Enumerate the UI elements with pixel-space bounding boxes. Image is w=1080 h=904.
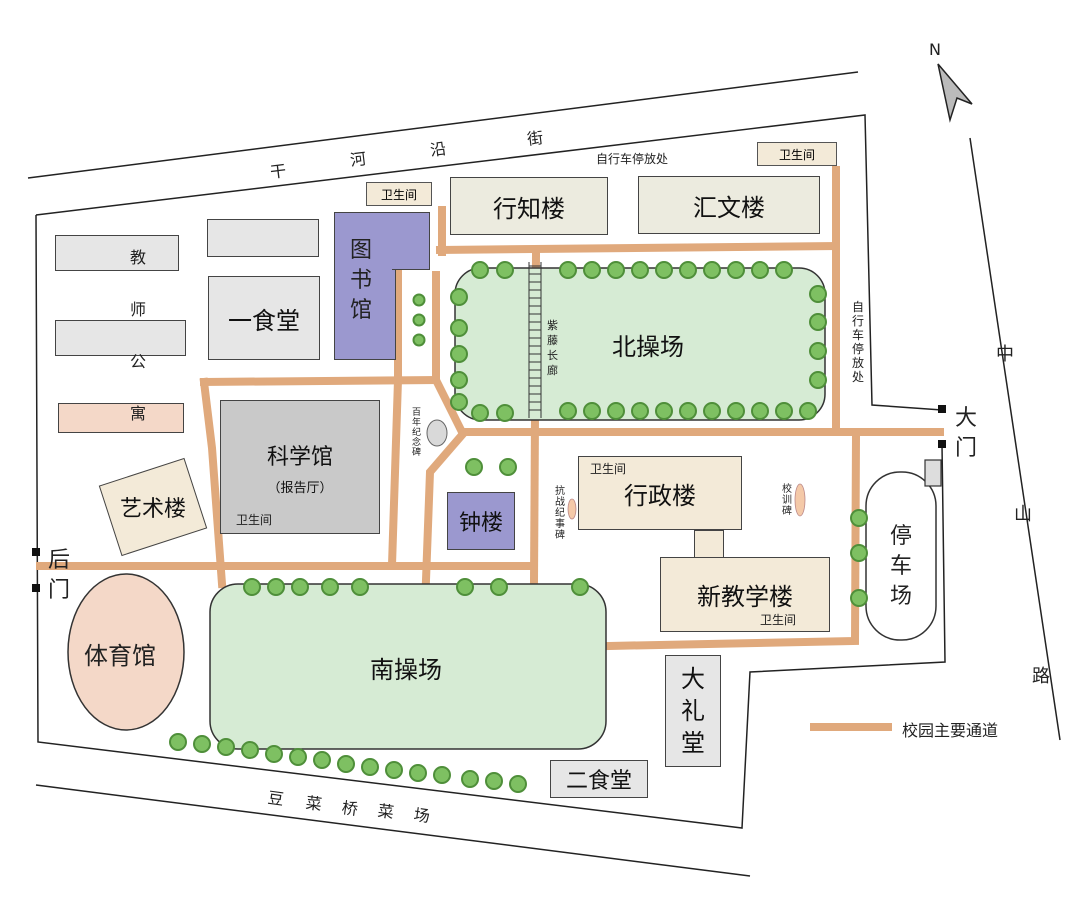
campus-boundary-south [35,214,946,829]
road-edge-south [35,784,751,877]
admin-connector [694,530,724,558]
road-east-char-1: 中 [996,344,1014,365]
apartment-char-4: 寓 [130,404,147,423]
south-field-area [209,583,607,750]
path-bell-vertical [421,429,468,585]
toilet-library: 卫生间 [366,182,432,206]
bike-parking-north: 自行车停放处 [596,152,669,166]
trees [169,261,868,793]
building-huiwen: 汇文楼 [638,176,820,234]
road-north-char-4: 街 [526,128,545,149]
library-label: 图 书 馆 [350,238,373,323]
building-library [334,212,396,360]
back-gate-char-2: 门 [48,578,71,603]
legend-label: 校园主要通道 [902,721,999,740]
road-east-char-3: 路 [1032,666,1050,687]
wisteria-label: 紫 藤 长 廊 [547,319,558,377]
toilet-new-teaching: 卫生间 [760,613,797,627]
science-hall-sublabel: （报告厅） [267,480,333,496]
centennial-monument-shape [426,419,448,447]
wisteria-corridor [528,262,542,418]
toilet-northeast: 卫生间 [757,142,837,166]
road-north-char-3: 沿 [429,139,448,160]
road-north-char-2: 河 [349,149,368,170]
road-east-char-2: 山 [1014,504,1032,525]
north-field-label: 北操场 [612,333,684,361]
road-south-char-2: 菜 [304,792,324,815]
building-library-wing [392,212,430,270]
art-building-label: 艺术楼 [119,497,187,523]
road-south-char-3: 桥 [340,797,360,820]
main-gate-char-1: 大 [955,406,978,431]
main-paths [36,166,944,651]
motto-stone-label: 校 训 碑 [782,484,792,517]
gym-label: 体育馆 [84,642,156,670]
science-hall-label: 科学馆 [266,444,333,470]
toilet-science-hall: 卫生间 [236,513,273,527]
building-xingzhi: 行知楼 [450,177,608,235]
building-bell-tower: 钟楼 [447,492,515,550]
road-south-char-1: 豆 [266,787,286,810]
path-to-main-gate [432,271,944,436]
path-east-south [603,431,861,651]
main-gate-char-2: 门 [955,436,978,461]
back-gate-marker-2 [32,584,40,592]
road-south-char-5: 场 [412,804,432,827]
apartment-char-3: 公 [130,352,147,371]
war-monument-label: 抗 战 纪 事 碑 [555,486,565,541]
apartment-block-3 [58,403,184,433]
road-north-char-1: 干 [269,161,288,182]
north-label: N [929,40,941,59]
road-edge-north [27,71,859,179]
apartment-block-2 [55,320,186,356]
campus-boundary-north [35,114,943,411]
building-science-hall: 科学馆 （报告厅） [220,400,380,534]
road-edge-east [969,137,1061,741]
building-unnamed-north [207,219,319,257]
road-south-char-4: 菜 [376,800,396,823]
war-monument-shape [567,498,577,520]
apartment-char-1: 教 [130,248,147,267]
back-gate-char-1: 后 [48,548,71,573]
south-field-label: 南操场 [370,656,442,684]
building-new-teaching: 新教学楼 [660,557,830,632]
path-north-row [435,241,840,255]
apartment-block-1 [55,235,179,271]
building-auditorium: 大 礼 堂 [665,655,721,767]
path-mid-vertical [387,375,403,570]
centennial-monument-label: 百 年 纪 念 碑 [412,408,422,458]
gym-shape [67,573,185,731]
toilet-admin: 卫生间 [590,462,627,476]
apartment-char-2: 师 [130,300,147,319]
building-admin: 行政楼 [578,456,742,530]
back-gate-marker-1 [32,548,40,556]
main-gate-marker-1 [938,405,946,413]
north-arrow-icon [937,63,973,123]
main-gate-marker-2 [938,440,946,448]
motto-stone-shape [794,483,806,517]
bike-parking-east: 自 行 车 停 放 处 [852,300,865,384]
building-canteen-2: 二食堂 [550,760,648,798]
parking-label: 停 车 场 [890,524,913,609]
building-canteen-1: 一食堂 [208,276,320,360]
parking-gate-booth [924,459,942,487]
path-west-curve [199,377,227,589]
